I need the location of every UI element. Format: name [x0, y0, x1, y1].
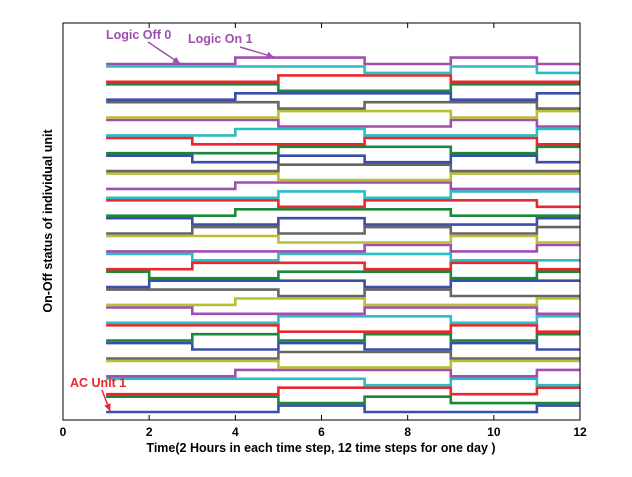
x-tick-label: 8 — [404, 425, 411, 439]
series-line-14 — [106, 288, 580, 298]
x-axis-label: Time(2 Hours in each time step, 12 time … — [146, 441, 495, 455]
series-line-6 — [106, 359, 580, 369]
series-line-8 — [106, 341, 580, 351]
series-line-31 — [106, 136, 580, 146]
series-line-15 — [106, 279, 580, 289]
series-line-9 — [106, 332, 580, 342]
arrow-logic-off-head — [172, 56, 180, 64]
x-tick-label: 12 — [573, 425, 587, 439]
series-line-38 — [106, 74, 580, 84]
series-line-5 — [106, 368, 580, 378]
series-line-4 — [106, 377, 580, 387]
annotation-arrows — [101, 41, 275, 412]
series-line-22 — [106, 216, 580, 226]
series-line-39 — [106, 65, 580, 75]
series-line-36 — [106, 92, 580, 101]
series-line-32 — [106, 127, 580, 137]
series-line-33 — [106, 118, 580, 128]
series-line-27 — [106, 172, 580, 182]
series-line-19 — [106, 243, 580, 253]
series-line-28 — [106, 163, 580, 173]
arrow-logic-on-head — [266, 51, 274, 59]
series-line-25 — [106, 190, 580, 200]
series-line-18 — [106, 252, 580, 262]
series-line-12 — [106, 306, 580, 316]
arrow-ac-unit-head — [104, 403, 111, 411]
x-tick-label: 10 — [487, 425, 501, 439]
series-line-34 — [106, 109, 580, 119]
series-line-11 — [106, 315, 580, 325]
y-axis-label: On-Off status of individual unit — [41, 129, 55, 313]
series-line-30 — [106, 145, 580, 155]
x-tick-label: 0 — [60, 425, 67, 439]
series-line-37 — [106, 83, 580, 93]
series-line-20 — [106, 234, 580, 244]
series-line-7 — [106, 350, 580, 360]
series-line-17 — [106, 261, 580, 271]
annotation-logic-on: Logic On 1 — [188, 32, 253, 46]
series-line-21 — [106, 225, 580, 235]
x-tick-label: 6 — [318, 425, 325, 439]
annotation-logic-off: Logic Off 0 — [106, 28, 171, 42]
series-line-35 — [106, 100, 580, 110]
series-line-10 — [106, 324, 580, 333]
annotation-ac-unit: AC Unit 1 — [70, 376, 126, 390]
series-line-40 — [106, 56, 580, 66]
x-tick-label: 2 — [146, 425, 153, 439]
series-line-3 — [106, 386, 580, 396]
series-line-29 — [106, 154, 580, 164]
series-line-1 — [106, 404, 580, 414]
x-ticks: 0 2 4 6 8 10 12 — [60, 23, 587, 439]
series-line-16 — [106, 270, 580, 280]
series-line-2 — [106, 395, 580, 405]
plot-lines — [106, 56, 580, 414]
series-line-23 — [106, 208, 580, 217]
x-tick-label: 4 — [232, 425, 239, 439]
series-line-26 — [106, 181, 580, 191]
series-line-13 — [106, 297, 580, 307]
series-line-24 — [106, 199, 580, 209]
